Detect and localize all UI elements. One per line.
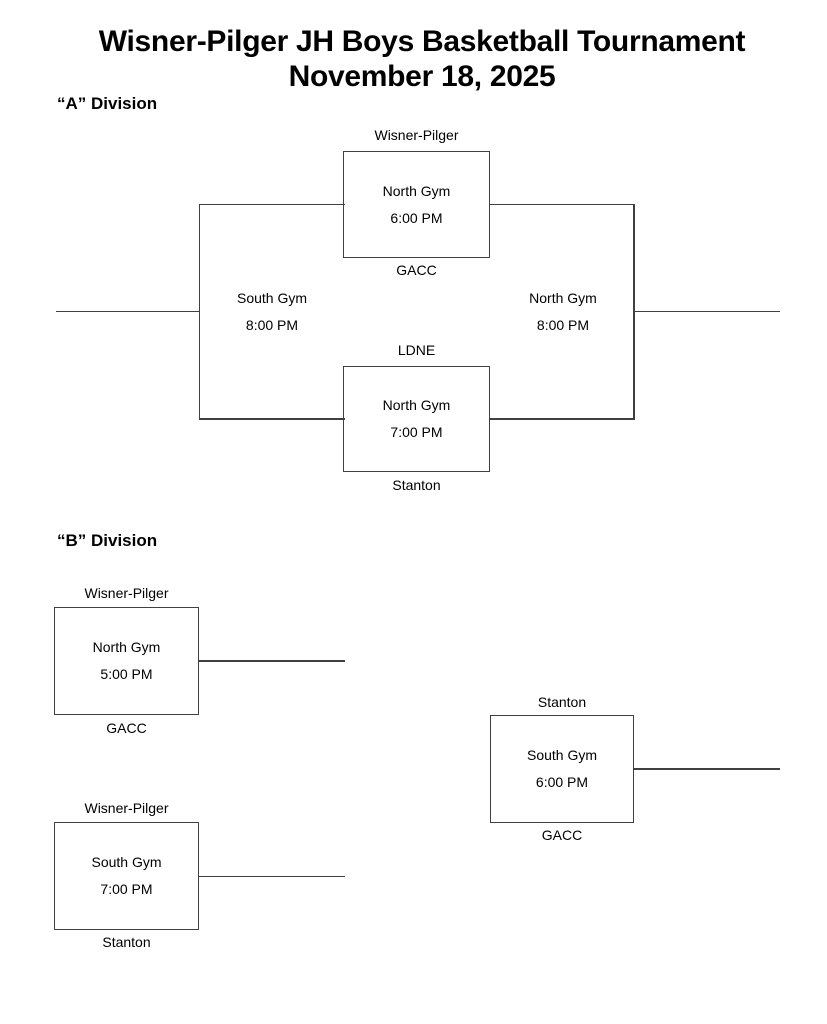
bracket-line-horizontal <box>56 310 200 312</box>
team-label-top: Wisner-Pilger <box>374 127 459 143</box>
team-label-bottom: Stanton <box>392 477 441 493</box>
team-label-top: LDNE <box>397 342 436 358</box>
game-time: 6:00 PM <box>390 209 443 226</box>
team-label-top: Wisner-Pilger <box>84 585 169 601</box>
game-time: 8:00 PM <box>536 317 590 333</box>
game-box-a-semifinal-top: North Gym 6:00 PM <box>343 151 490 258</box>
division-b-label: “B” Division <box>57 531 158 550</box>
game-time: 5:00 PM <box>100 666 153 682</box>
bracket-line-horizontal <box>633 768 780 770</box>
page-header: Wisner-Pilger JH Boys Basketball Tournam… <box>17 24 827 94</box>
team-label-bottom: GACC <box>541 827 583 843</box>
game-time: 7:00 PM <box>100 881 153 897</box>
game-venue: South Gym <box>91 854 162 870</box>
game-box-b2: South Gym 7:00 PM <box>54 822 199 930</box>
game-box-b1: North Gym 5:00 PM <box>54 607 199 715</box>
team-label-top: Wisner-Pilger <box>84 800 169 816</box>
game-box-a-semifinal-bottom: North Gym 7:00 PM <box>343 366 490 472</box>
page-date: November 18, 2025 <box>288 60 556 93</box>
game-venue: North Gym <box>382 182 451 199</box>
game-venue: North Gym <box>382 397 451 413</box>
game-time: 6:00 PM <box>535 774 589 790</box>
bracket-line-horizontal <box>489 203 635 205</box>
game-a-right: North Gym 8:00 PM <box>492 285 634 339</box>
game-box-b3: South Gym 6:00 PM <box>490 715 634 823</box>
team-label-bottom: GACC <box>396 262 437 278</box>
bracket-line-horizontal <box>198 418 345 420</box>
game-venue: South Gym <box>236 290 308 306</box>
game-venue: North Gym <box>92 639 161 655</box>
bracket-line-horizontal <box>633 310 780 312</box>
page-title: Wisner-Pilger JH Boys Basketball Tournam… <box>98 25 746 58</box>
bracket-line-horizontal <box>198 875 345 877</box>
team-label-top: Stanton <box>537 694 587 710</box>
team-label-bottom: Stanton <box>102 934 151 950</box>
bracket-line-horizontal <box>198 203 345 205</box>
game-venue: South Gym <box>526 747 598 763</box>
division-a-label: “A” Division <box>57 94 158 113</box>
team-label-bottom: GACC <box>106 720 147 736</box>
game-time: 7:00 PM <box>390 424 443 440</box>
game-venue: North Gym <box>529 290 597 306</box>
bracket-line-horizontal <box>198 660 345 662</box>
game-a-left: South Gym 8:00 PM <box>201 285 343 339</box>
bracket-line-horizontal <box>489 418 635 420</box>
game-time: 8:00 PM <box>245 317 299 333</box>
